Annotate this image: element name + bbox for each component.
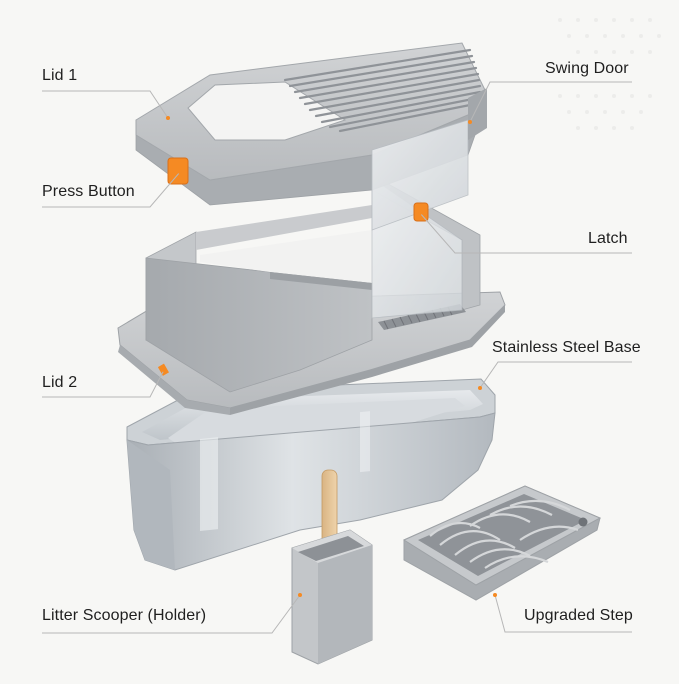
label-swing-door: Swing Door: [545, 60, 629, 77]
swing-door-panel: [371, 119, 469, 231]
leader-lines: [42, 81, 632, 634]
lid-1-ribbed-vent: [283, 48, 482, 133]
background-dot-pattern: [558, 18, 661, 130]
label-litter-scooper-holder: Litter Scooper (Holder): [42, 607, 207, 624]
litter-scooper-holder: [291, 469, 373, 665]
leader-dots: [162, 116, 497, 597]
lid-2: [117, 174, 506, 415]
label-press-button: Press Button: [42, 183, 135, 200]
label-stainless-steel-base: Stainless Steel Base: [492, 339, 641, 356]
lid-1: [135, 42, 487, 231]
upgraded-step: [402, 485, 602, 601]
label-lid-2: Lid 2: [42, 374, 78, 391]
step-wave-pattern: [429, 499, 579, 569]
label-upgraded-step: Upgraded Step: [524, 607, 633, 624]
label-lid-1: Lid 1: [42, 67, 78, 84]
label-latch: Latch: [588, 230, 628, 247]
press-button-part: [167, 157, 189, 185]
step-drain-hole: [578, 517, 588, 527]
